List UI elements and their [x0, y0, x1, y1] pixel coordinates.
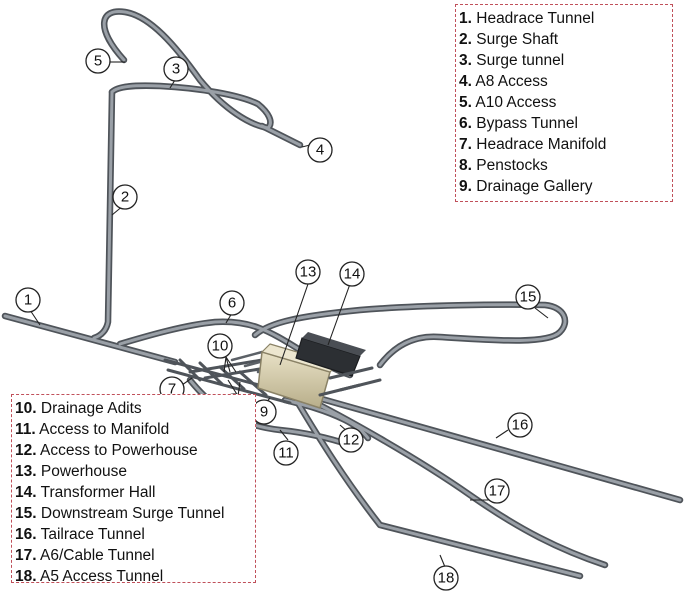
callout-12: 12: [338, 427, 364, 453]
callout-16: 16: [507, 412, 533, 438]
legend-item: 11. Access to Manifold: [15, 421, 170, 438]
callout-4: 4: [307, 137, 333, 163]
legend-item: 9. Drainage Gallery: [459, 178, 593, 195]
leader-lines: [29, 61, 549, 568]
callout-11: 11: [273, 440, 299, 466]
legend-item: 6. Bypass Tunnel: [459, 115, 578, 132]
svg-text:3: 3: [172, 61, 180, 78]
legend-item: 2. Surge Shaft: [459, 31, 559, 48]
legend-item: 10. Drainage Adits: [15, 400, 142, 417]
legend-item: 18. A5 Access Tunnel: [15, 568, 164, 585]
a5-access-tunnel: [291, 394, 584, 580]
legend-item: 5. A10 Access: [459, 94, 557, 111]
legend-item: 14. Transformer Hall: [15, 484, 156, 501]
callout-3: 3: [163, 56, 189, 82]
legend-item: 3. Surge tunnel: [459, 52, 565, 69]
svg-text:15: 15: [520, 289, 537, 306]
svg-text:12: 12: [343, 432, 360, 449]
svg-text:10: 10: [212, 338, 229, 355]
svg-text:6: 6: [228, 295, 236, 312]
callout-5: 5: [85, 48, 111, 74]
svg-text:18: 18: [438, 570, 455, 587]
svg-text:17: 17: [489, 483, 506, 500]
svg-text:2: 2: [121, 189, 129, 206]
legend-item: 13. Powerhouse: [15, 463, 128, 480]
legend-item: 7. Headrace Manifold: [459, 136, 607, 153]
callout-13: 13: [295, 259, 321, 285]
legend-item: 4. A8 Access: [459, 73, 548, 90]
legend-item: 16. Tailrace Tunnel: [15, 526, 145, 543]
callout-6: 6: [219, 290, 245, 316]
legend-bottom: 10. Drainage Adits 11. Access to Manifol…: [11, 394, 256, 585]
callout-18: 18: [433, 565, 459, 591]
callout-1: 1: [15, 287, 41, 313]
callout-14: 14: [339, 261, 365, 287]
legend-item: 17. A6/Cable Tunnel: [15, 547, 155, 564]
callout-9: 9: [251, 399, 277, 425]
callout-2: 2: [112, 184, 138, 210]
legend-item: 15. Downstream Surge Tunnel: [15, 505, 225, 522]
svg-text:1: 1: [24, 292, 32, 309]
svg-text:13: 13: [300, 264, 317, 281]
svg-text:5: 5: [94, 53, 102, 70]
svg-text:14: 14: [344, 266, 361, 283]
svg-text:9: 9: [260, 404, 268, 421]
transformer-hall-block: [295, 332, 366, 377]
callout-15: 15: [515, 284, 541, 310]
svg-text:4: 4: [316, 142, 324, 159]
legend-item: 1. Headrace Tunnel: [459, 10, 595, 27]
svg-text:16: 16: [512, 417, 529, 434]
callout-10: 10: [207, 333, 233, 359]
legend-top: 1. Headrace Tunnel 2. Surge Shaft 3. Sur…: [455, 4, 673, 202]
svg-text:11: 11: [278, 445, 294, 462]
callout-17: 17: [484, 478, 510, 504]
legend-item: 8. Penstocks: [459, 157, 548, 174]
legend-item: 12. Access to Powerhouse: [15, 442, 198, 459]
svg-text:7: 7: [168, 381, 176, 398]
